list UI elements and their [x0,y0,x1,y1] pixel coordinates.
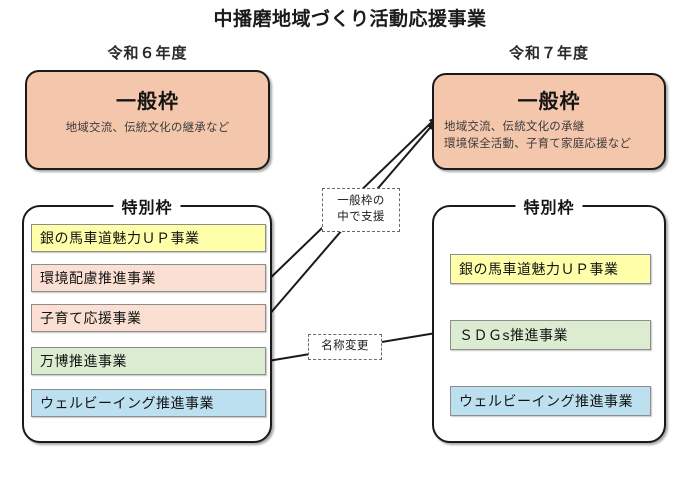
annotation-note-support-line2: 中で支援 [337,211,385,223]
general-frame-right-description-line2: 環境保全活動、子育て家庭応援など [444,137,632,150]
special-frame-left: 特別枠 銀の馬車道魅力ＵＰ事業 環境配慮推進事業 子育て応援事業 万博推進事業 … [22,194,272,443]
year-heading-right: 令和７年度 [508,45,589,62]
program-item-right-2[interactable]: ＳＤＧs推進事業 [450,320,651,350]
general-frame-right-title: 一般枠 [517,91,581,113]
program-item-left-2[interactable]: 環境配慮推進事業 [31,264,266,292]
program-item-right-1[interactable]: 銀の馬車道魅力ＵＰ事業 [450,254,651,284]
page-title: 中播磨地域づくり活動応援事業 [213,9,487,30]
program-item-left-1-label: 銀の馬車道魅力ＵＰ事業 [40,230,200,246]
program-item-right-3-label: ウェルビーイング推進事業 [459,393,633,409]
program-item-left-4-label: 万博推進事業 [40,353,127,369]
program-item-left-5-label: ウェルビーイング推進事業 [40,395,214,411]
program-item-left-3-label: 子育て応援事業 [40,310,142,326]
annotation-note-rename: 名称変更 [308,334,382,360]
program-item-left-1[interactable]: 銀の馬車道魅力ＵＰ事業 [31,224,266,252]
general-frame-right-description-line1: 地域交流、伝統文化の承継 [444,121,585,133]
program-item-left-2-label: 環境配慮推進事業 [40,270,156,286]
special-frame-left-label: 特別枠 [113,194,181,218]
annotation-note-support: 一般枠の 中で支援 [322,188,400,232]
annotation-note-rename-line1: 名称変更 [321,340,369,353]
program-item-left-5[interactable]: ウェルビーイング推進事業 [31,389,266,417]
general-frame-left-description: 地域交流、伝統文化の継承など [65,122,230,134]
program-item-right-1-label: 銀の馬車道魅力ＵＰ事業 [459,261,619,277]
general-frame-left: 一般枠 地域交流、伝統文化の継承など [25,70,270,170]
program-item-right-2-label: ＳＤＧs推進事業 [459,327,568,343]
special-frame-right: 特別枠 銀の馬車道魅力ＵＰ事業 ＳＤＧs推進事業 ウェルビーイング推進事業 [432,194,666,443]
general-frame-left-title: 一般枠 [116,91,179,113]
year-heading-left: 令和６年度 [107,45,188,62]
program-item-left-3[interactable]: 子育て応援事業 [31,304,266,332]
general-frame-right: 一般枠 地域交流、伝統文化の承継 環境保全活動、子育て家庭応援など [432,73,666,170]
general-frame-right-description: 地域交流、伝統文化の承継 環境保全活動、子育て家庭応援など [434,119,664,152]
program-item-right-3[interactable]: ウェルビーイング推進事業 [450,386,651,416]
annotation-note-support-line1: 一般枠の [337,195,385,208]
program-item-left-4[interactable]: 万博推進事業 [31,347,266,375]
special-frame-right-label: 特別枠 [515,194,583,218]
